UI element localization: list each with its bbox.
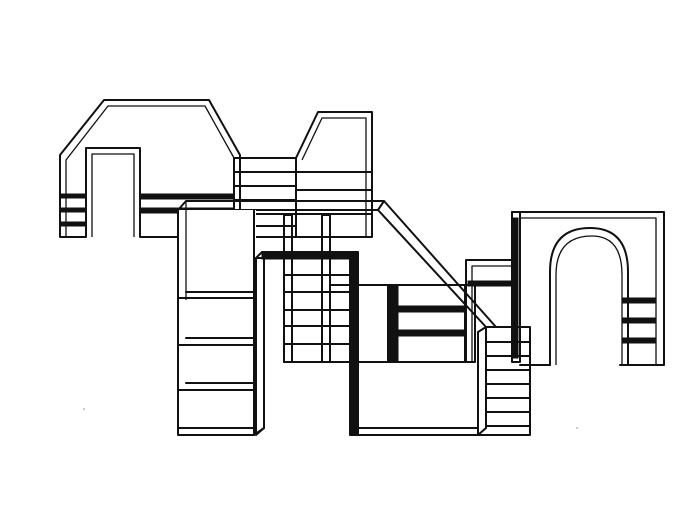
right-small-shelves [621, 297, 657, 344]
speck [576, 427, 578, 429]
right-arch-shelf [511, 211, 665, 366]
tall-bookcase [177, 202, 265, 436]
speck [83, 408, 85, 410]
roof-shelf [295, 111, 373, 238]
narrow-stacked-shelf [477, 326, 531, 436]
left-small-shelves [59, 193, 87, 227]
small-right-box [465, 259, 513, 363]
dark-long-shelf [139, 193, 235, 200]
dark-cube [387, 284, 466, 363]
